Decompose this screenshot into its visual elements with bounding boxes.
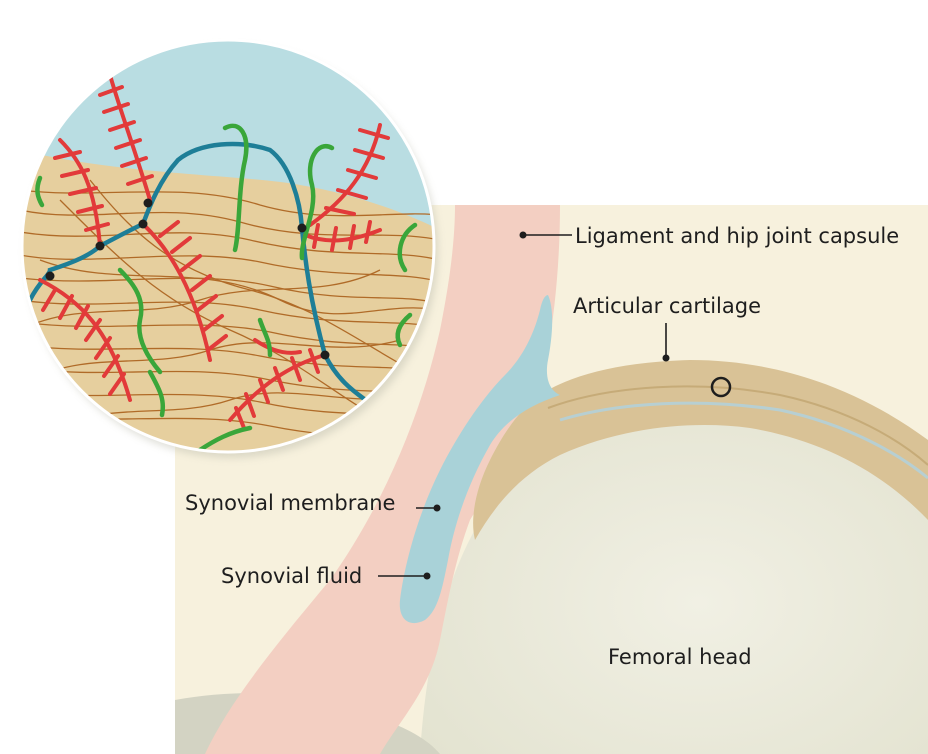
label-femoral-head: Femoral head [608, 645, 752, 669]
label-fluid-text: Synovial fluid [221, 564, 362, 588]
label-cartilage-text: Articular cartilage [573, 294, 761, 318]
label-ligament: Ligament and hip joint capsule [520, 224, 900, 248]
label-membrane-text: Synovial membrane [185, 491, 395, 515]
label-ligament-text: Ligament and hip joint capsule [575, 224, 899, 248]
